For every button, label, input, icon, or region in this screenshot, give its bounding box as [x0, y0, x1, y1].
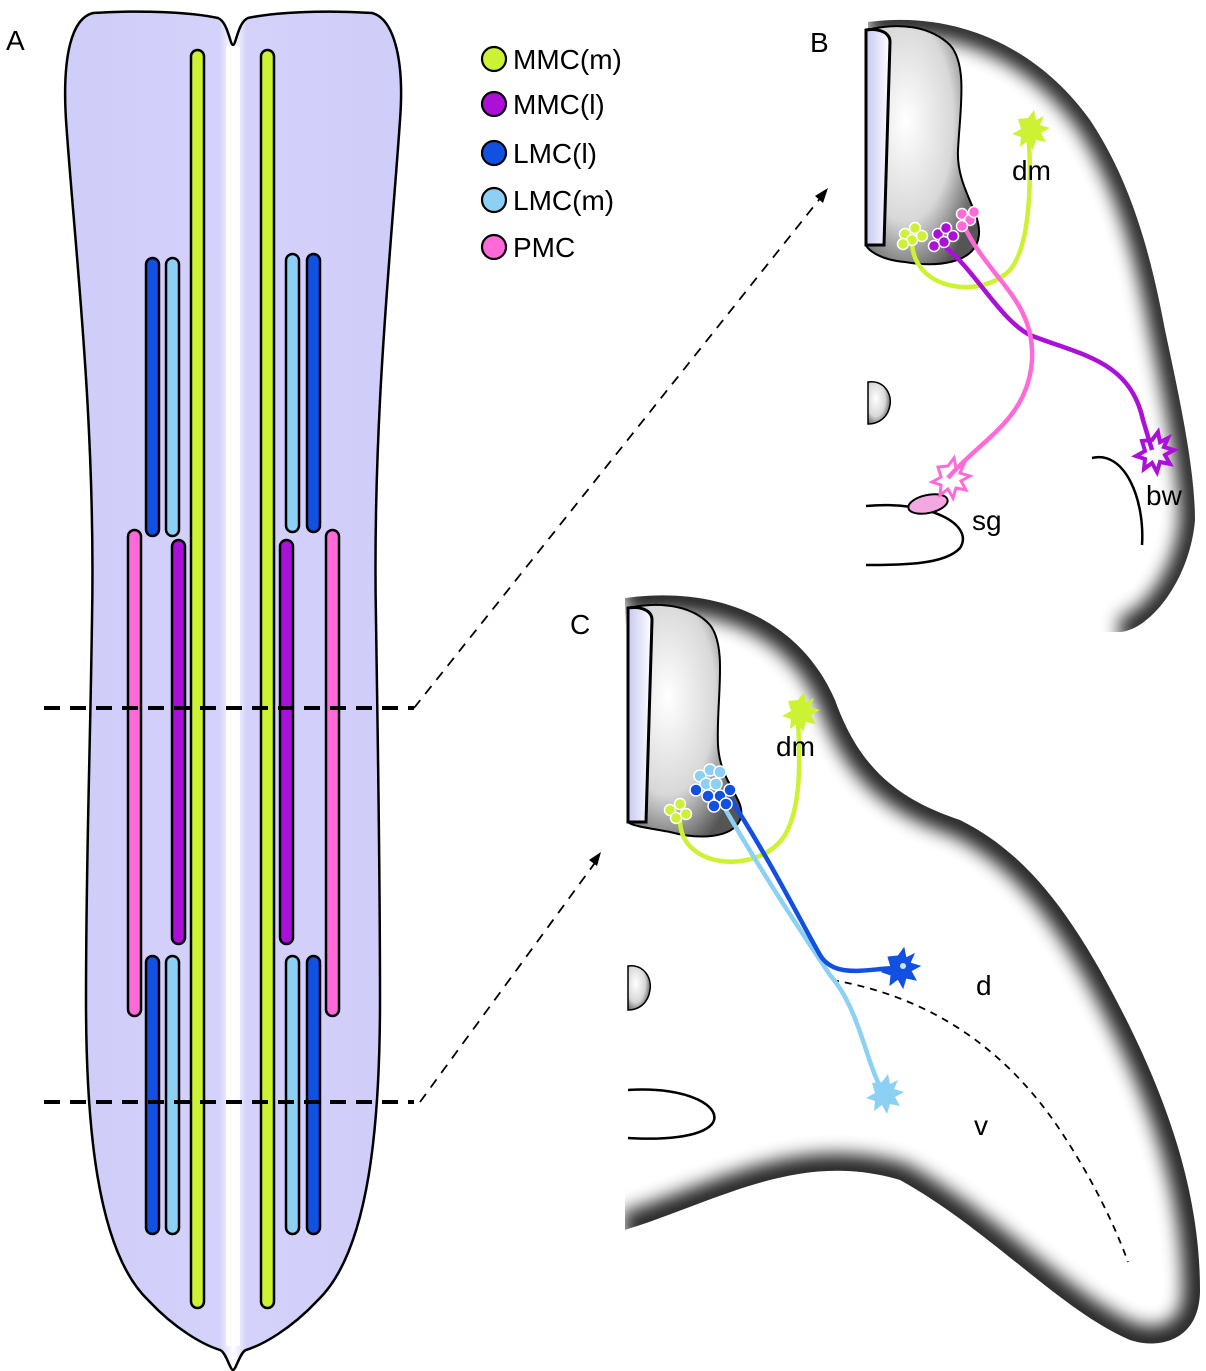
legend: MMC(m) MMC(l) LMC(l) LMC(m) PMC [482, 44, 622, 263]
legend-swatch-lmc-l [482, 141, 506, 165]
mmc-l-column-right [280, 540, 293, 944]
label-dm-b: dm [1012, 155, 1051, 186]
pmc-column-left [128, 530, 141, 1016]
dashed-arrow-icon [815, 188, 828, 203]
label-sg: sg [972, 505, 1002, 536]
panel-c: C [570, 580, 1206, 1360]
dashed-arrow-to-c [420, 860, 597, 1102]
legend-label-mmc-m: MMC(m) [513, 44, 622, 75]
label-d: d [976, 970, 992, 1001]
dashed-arrow-icon [589, 852, 601, 866]
lmc-m-column-right-upper [286, 254, 299, 532]
legend-label-lmc-m: LMC(m) [513, 185, 614, 216]
legend-swatch-mmc-m [482, 47, 506, 71]
neural-lumen [628, 608, 652, 823]
legend-label-lmc-l: LMC(l) [513, 138, 597, 169]
central-canal [226, 46, 240, 1346]
panel-label-a: A [6, 25, 25, 56]
mmc-m-column-left [191, 50, 204, 1308]
panel-label-c: C [570, 609, 590, 640]
lmc-l-column-right-lower [307, 956, 320, 1234]
legend-label-pmc: PMC [513, 232, 575, 263]
legend-swatch-lmc-m [482, 188, 506, 212]
lmc-l-column-right-upper [307, 254, 320, 532]
neural-lumen [866, 30, 890, 246]
mmc-m-column-right [261, 50, 274, 1308]
lmc-l-column-left-lower [146, 956, 159, 1234]
legend-label-mmc-l: MMC(l) [513, 89, 605, 120]
lmc-m-column-right-lower [286, 956, 299, 1234]
label-bw: bw [1146, 480, 1183, 511]
panel-label-b: B [810, 27, 829, 58]
label-dm-c: dm [776, 731, 815, 762]
lmc-l-column-left-upper [146, 258, 159, 536]
target-highlight [900, 963, 906, 969]
pmc-column-right [326, 530, 339, 1016]
label-v: v [974, 1110, 988, 1141]
legend-swatch-pmc [482, 235, 506, 259]
legend-swatch-mmc-l [482, 92, 506, 116]
mmc-l-column-left [172, 540, 185, 944]
lmc-m-column-left-upper [166, 258, 179, 536]
panel-b: B [810, 0, 1206, 640]
lmc-m-column-left-lower [166, 956, 179, 1234]
